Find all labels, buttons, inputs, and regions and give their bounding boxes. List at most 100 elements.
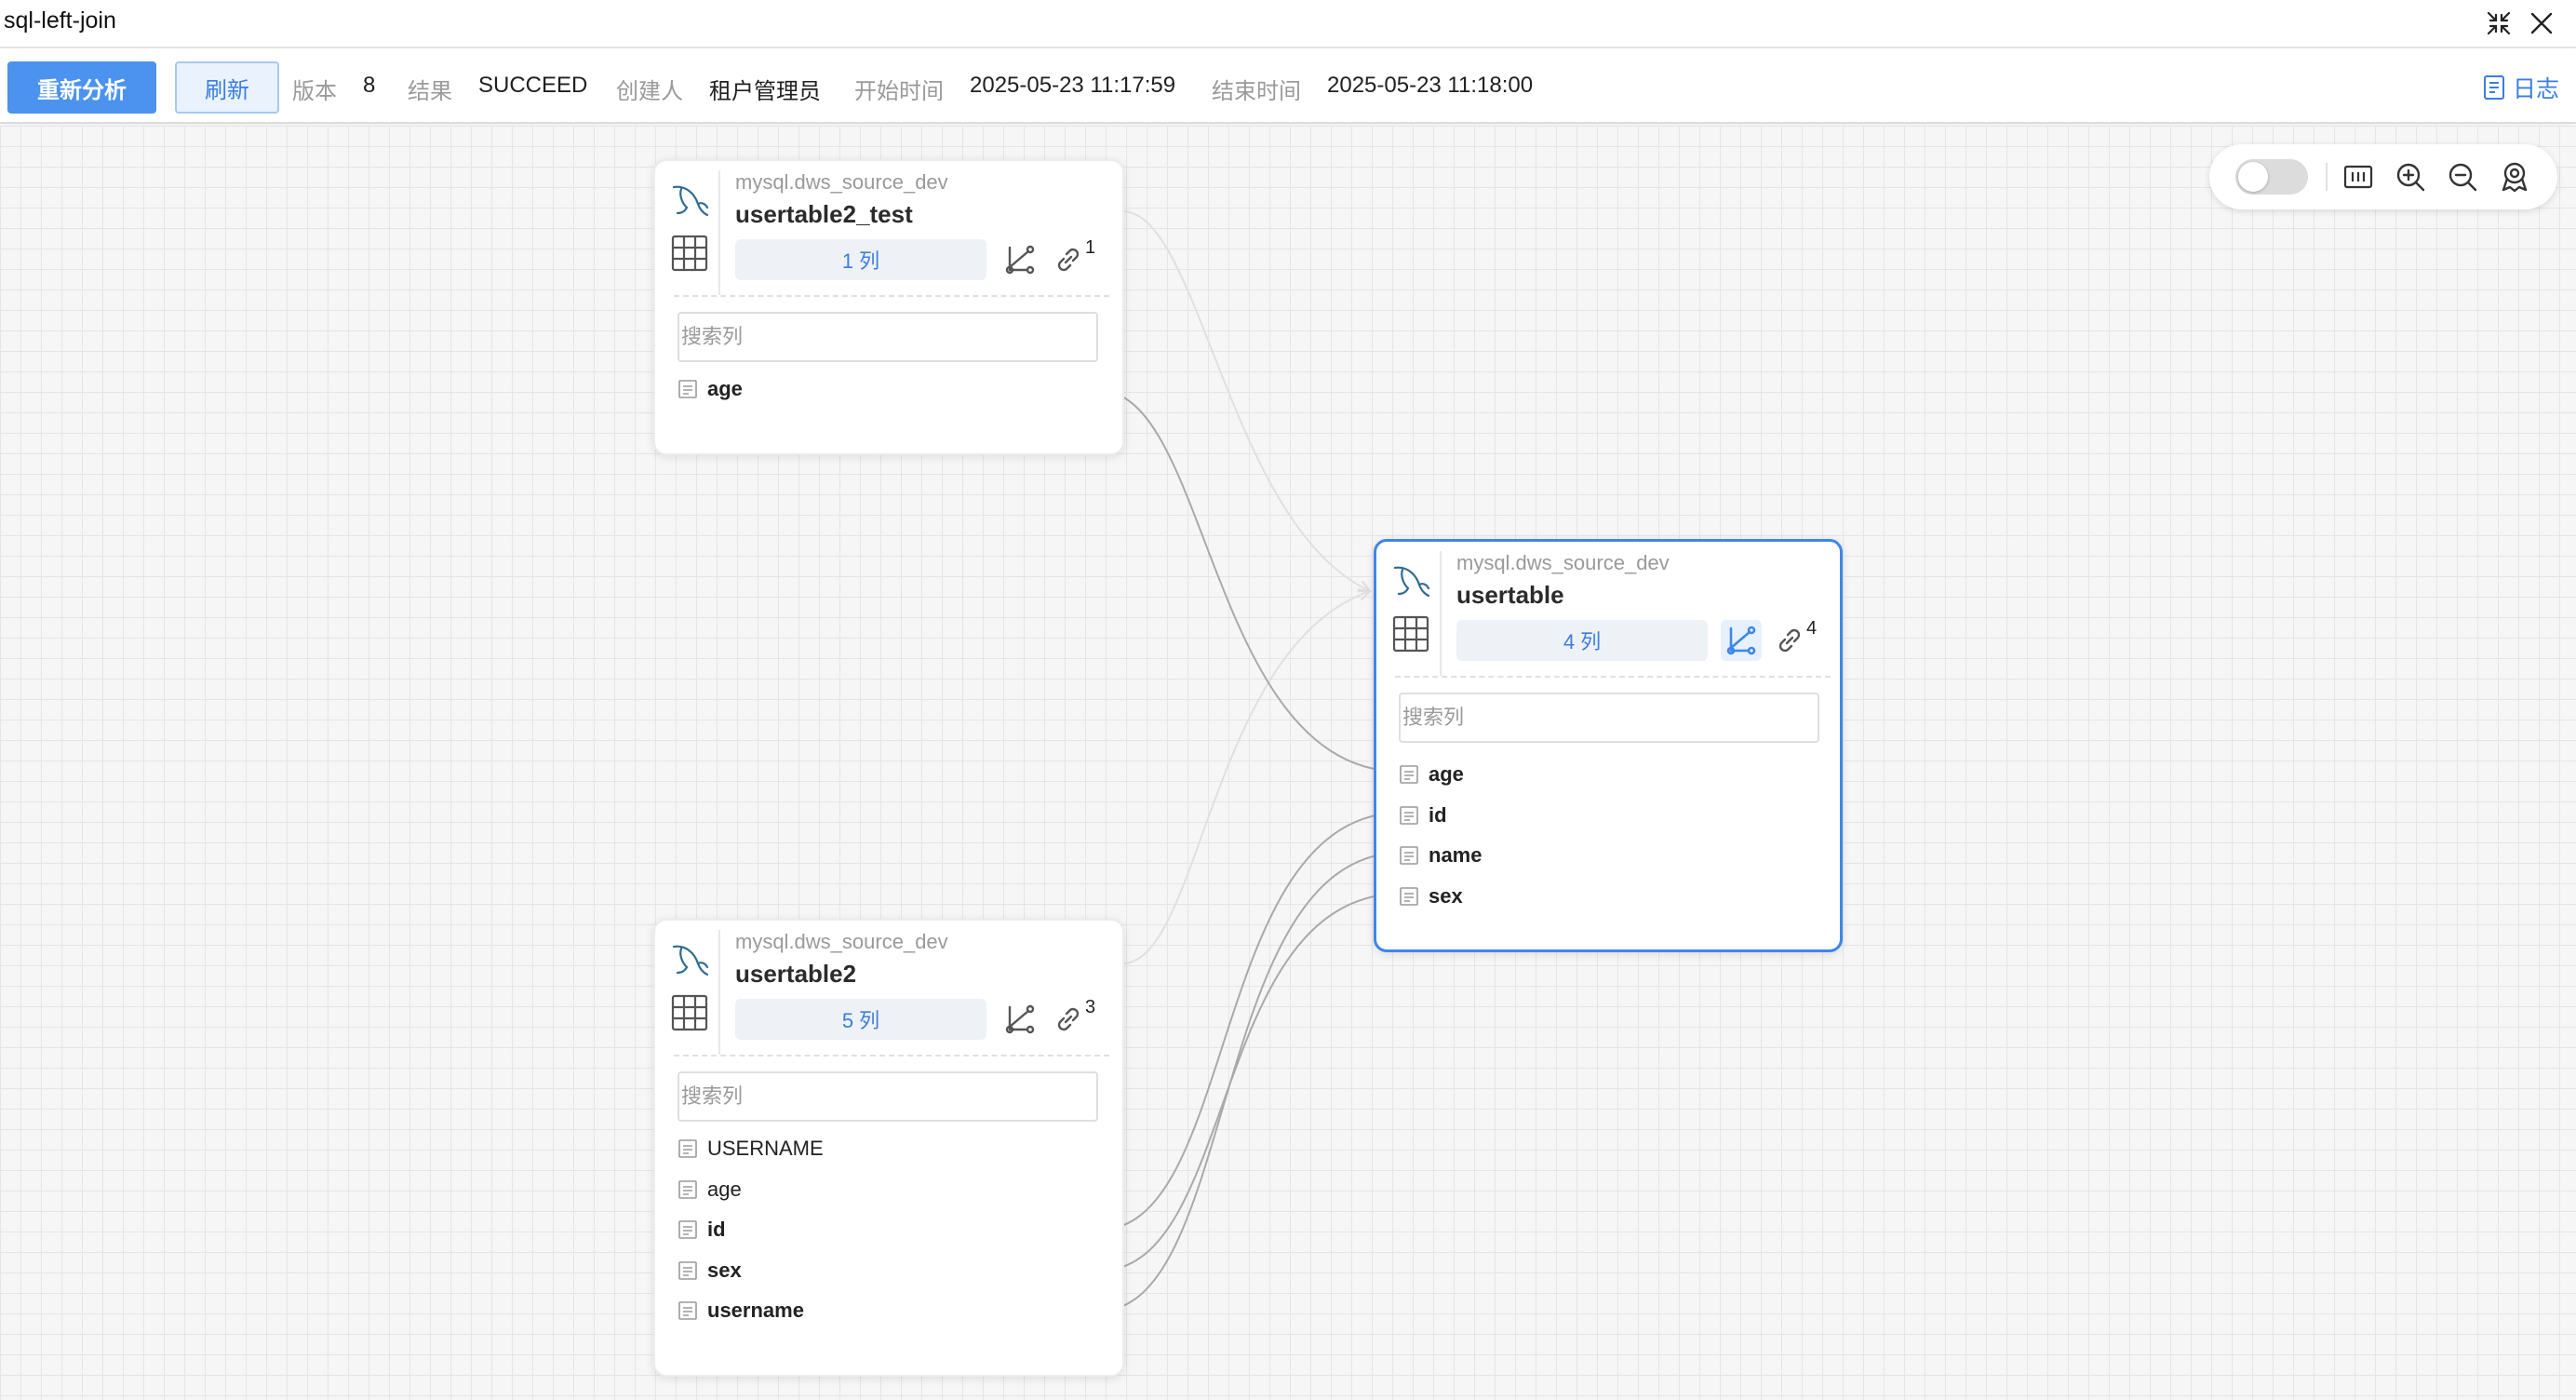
table-edge [1121, 591, 1370, 964]
window-titlebar: sql-left-join [0, 0, 2576, 48]
minimap-icon[interactable] [2341, 160, 2375, 194]
end-time-label: 结束时间 [1212, 79, 1301, 104]
version-label: 版本 [292, 79, 337, 104]
column-name: age [707, 377, 743, 400]
collapse-icon[interactable] [2481, 6, 2516, 41]
column-row[interactable]: name [1399, 840, 1808, 871]
result-label: 结果 [408, 79, 452, 104]
table-edge [1121, 210, 1370, 591]
mysql-dolphin-icon [668, 178, 711, 221]
start-time-label: 开始时间 [854, 79, 944, 104]
column-field-icon [678, 380, 697, 398]
column-name: username [707, 1299, 804, 1322]
mysql-dolphin-icon [1389, 559, 1432, 601]
column-edge [1099, 894, 1402, 1272]
node-table-name: usertable2 [735, 960, 857, 988]
table-node-usertable[interactable]: mysql.dws_source_dev usertable 4 列 4 age [1374, 539, 1843, 952]
close-icon[interactable] [2524, 6, 2559, 41]
column-name: id [707, 1218, 726, 1241]
link-count: 3 [1085, 997, 1096, 1017]
column-search-input[interactable] [678, 1071, 1098, 1122]
node-source: mysql.dws_source_dev [1456, 551, 1670, 574]
column-name: sex [1429, 884, 1463, 908]
column-name: id [1429, 803, 1447, 827]
link-icon[interactable] [1048, 239, 1089, 280]
document-icon [2483, 75, 2504, 100]
lineage-icon[interactable] [1000, 239, 1040, 280]
column-field-icon [1400, 846, 1418, 865]
control-divider [2326, 163, 2328, 191]
column-field-icon [1400, 887, 1418, 906]
window-title: sql-left-join [4, 7, 116, 34]
display-toggle[interactable] [2235, 159, 2308, 195]
column-count-button[interactable]: 5 列 [735, 999, 986, 1040]
log-link[interactable]: 日志 [2483, 71, 2559, 104]
column-row[interactable]: age [1399, 759, 1808, 790]
table-node-usertable2[interactable]: mysql.dws_source_dev usertable2 5 列 3 US… [653, 919, 1124, 1377]
column-count-button[interactable]: 1 列 [735, 239, 986, 280]
column-count-button[interactable]: 4 列 [1456, 620, 1708, 661]
log-label: 日志 [2512, 76, 2559, 102]
column-field-icon [1400, 806, 1418, 825]
column-row[interactable]: id [1399, 800, 1808, 831]
table-node-usertable2-test[interactable]: mysql.dws_source_dev usertable2_test 1 列… [653, 159, 1124, 455]
dashed-divider [1395, 676, 1831, 678]
lineage-canvas[interactable]: mysql.dws_source_dev usertable2_test 1 列… [0, 126, 2576, 1400]
header-divider [718, 930, 720, 1055]
header-divider [718, 170, 720, 295]
column-name: age [707, 1178, 742, 1201]
column-field-icon [678, 1220, 697, 1239]
zoom-out-icon[interactable] [2446, 160, 2479, 194]
table-grid-icon [670, 993, 709, 1032]
start-time-value: 2025-05-23 11:17:59 [970, 73, 1176, 98]
version-value: 8 [363, 73, 376, 98]
node-table-name: usertable [1456, 581, 1564, 609]
column-row[interactable]: username [678, 1295, 1087, 1326]
dashed-divider [674, 1055, 1109, 1057]
column-search-input[interactable] [1399, 693, 1819, 743]
column-edge [1099, 853, 1402, 1312]
column-row[interactable]: sex [1399, 881, 1808, 912]
result-value: SUCCEED [478, 73, 588, 98]
column-row[interactable]: id [678, 1214, 1087, 1245]
edges-layer [1099, 210, 2576, 1312]
column-field-icon [678, 1180, 697, 1199]
column-edge [1099, 813, 1402, 1231]
lineage-icon[interactable] [1721, 620, 1762, 661]
column-name: age [1429, 762, 1464, 786]
column-name: sex [707, 1259, 742, 1282]
canvas-control-panel [2209, 144, 2557, 209]
dashed-divider [674, 295, 1109, 297]
link-count: 1 [1085, 237, 1096, 258]
column-name: USERNAME [707, 1137, 824, 1160]
node-source: mysql.dws_source_dev [735, 930, 948, 953]
lineage-icon[interactable] [1000, 999, 1040, 1040]
creator-value: 租户管理员 [709, 79, 821, 104]
mysql-dolphin-icon [668, 937, 711, 980]
toolbar: 重新分析 刷新 版本 8 结果 SUCCEED 创建人 租户管理员 开始时间 2… [0, 49, 2576, 124]
column-row[interactable]: age [678, 373, 1087, 405]
creator-label: 创建人 [616, 79, 683, 104]
column-row[interactable]: age [678, 1174, 1087, 1205]
end-time-value: 2025-05-23 11:18:00 [1327, 73, 1534, 98]
refresh-button[interactable]: 刷新 [175, 61, 279, 114]
column-row[interactable]: USERNAME [678, 1133, 1087, 1164]
table-grid-icon [670, 234, 709, 273]
link-icon[interactable] [1769, 620, 1810, 661]
column-row[interactable]: sex [678, 1255, 1087, 1286]
column-field-icon [678, 1261, 697, 1280]
table-grid-icon [1391, 614, 1430, 653]
link-count: 4 [1806, 618, 1818, 639]
column-field-icon [1400, 765, 1418, 784]
column-name: name [1429, 843, 1483, 867]
header-divider [1440, 551, 1442, 676]
column-edge [1099, 390, 1402, 772]
zoom-in-icon[interactable] [2394, 160, 2427, 194]
link-icon[interactable] [1048, 999, 1089, 1040]
locate-icon[interactable] [2498, 160, 2531, 194]
column-search-input[interactable] [678, 312, 1098, 362]
reanalyze-button[interactable]: 重新分析 [7, 61, 156, 114]
node-table-name: usertable2_test [735, 200, 913, 228]
column-field-icon [678, 1301, 697, 1320]
toggle-knob [2238, 162, 2268, 192]
